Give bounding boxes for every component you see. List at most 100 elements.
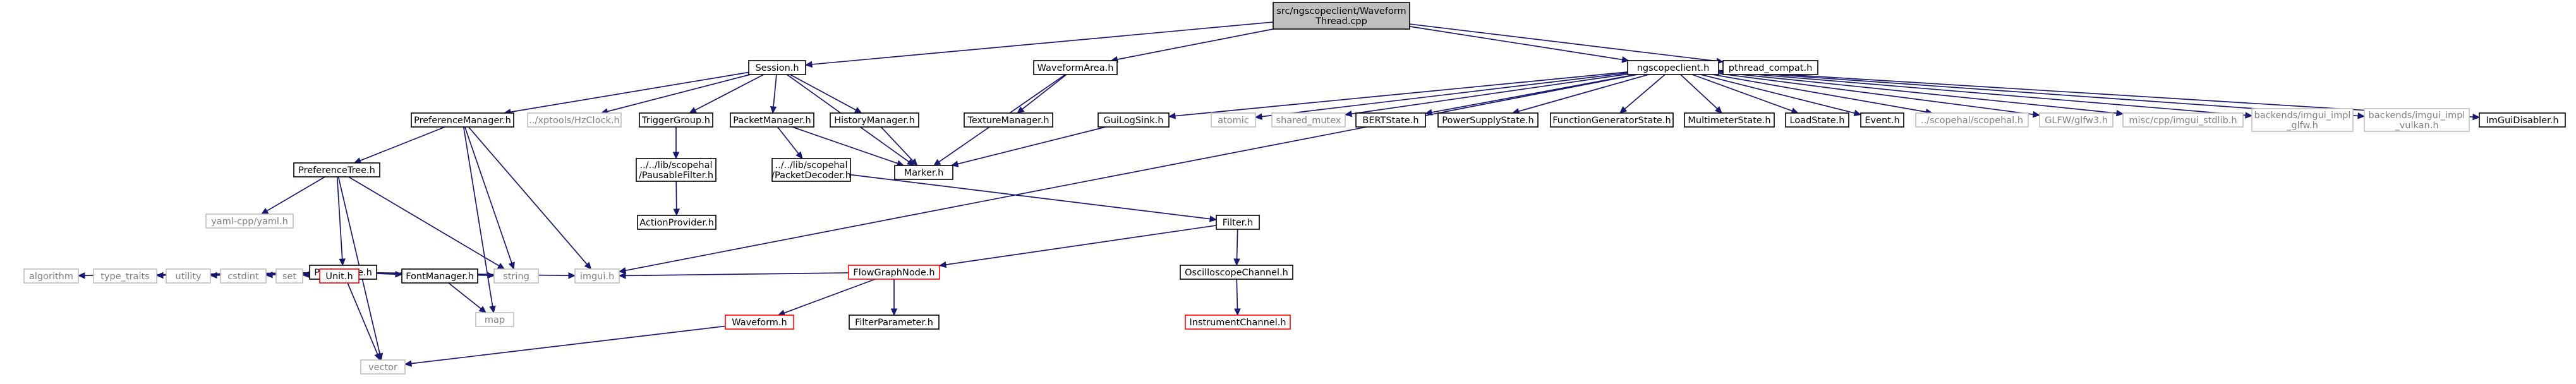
node-label: utility: [175, 272, 202, 282]
node-label: LoadState.h: [1790, 116, 1845, 126]
edge-arrowhead: [674, 152, 679, 159]
node-waveform[interactable]: Waveform.h: [725, 315, 794, 329]
node-guilog[interactable]: GuiLogSink.h: [1098, 113, 1169, 127]
edge-line: [881, 127, 912, 161]
edge-arrowhead: [1235, 309, 1240, 315]
edge-arrowhead: [940, 262, 946, 268]
edge-fontmgr-to-map: [449, 283, 486, 313]
node-label: string: [503, 272, 529, 282]
edge-ngsc-to-guilog: [1169, 72, 1628, 119]
node-label: ../../lib/scopehal: [640, 160, 713, 171]
node-wfarea[interactable]: WaveformArea.h: [1034, 61, 1117, 75]
edge-line: [676, 181, 677, 209]
node-fontmgr[interactable]: FontManager.h: [402, 269, 478, 283]
edge-line: [1237, 229, 1238, 259]
node-label: ../xptools/HzClock.h: [529, 116, 620, 126]
edge-prefmgr-to-imgui: [468, 127, 591, 269]
node-packetmgr[interactable]: PacketManager.h: [730, 113, 814, 127]
node-algorithm: algorithm: [24, 269, 78, 283]
node-marker[interactable]: Marker.h: [895, 165, 953, 179]
node-mmstate[interactable]: MultimeterState.h: [1684, 113, 1774, 127]
edge-filter-to-oscchan: [1234, 229, 1240, 265]
node-label: atomic: [1218, 116, 1249, 126]
node-fgnode[interactable]: FlowGraphNode.h: [849, 265, 940, 279]
edge-root-to-pthread: [1410, 24, 1723, 64]
node-texmgr[interactable]: TextureManager.h: [964, 113, 1053, 127]
node-label: FilterParameter.h: [855, 318, 933, 328]
node-historymgr[interactable]: HistoryManager.h: [830, 113, 919, 127]
node-label: PreferenceManager.h: [414, 116, 511, 126]
node-label: TextureManager.h: [967, 116, 1049, 126]
edge-arrowhead: [689, 107, 696, 113]
node-loadstate[interactable]: LoadState.h: [1786, 113, 1849, 127]
node-label: FlowGraphNode.h: [853, 268, 934, 278]
edge-line: [1719, 71, 2246, 116]
edge-line: [792, 127, 898, 164]
edge-arrowhead: [375, 353, 380, 360]
node-label: TriggerGroup.h: [641, 116, 710, 126]
nodes-layer: src/ngscopeclient/WaveformThread.cppSess…: [24, 3, 2565, 374]
node-preftree[interactable]: PreferenceTree.h: [294, 163, 380, 177]
node-label: Waveform.h: [732, 318, 787, 328]
edge-preference-to-vector: [346, 279, 380, 360]
edge-line: [346, 279, 378, 354]
node-fgstate[interactable]: FunctionGeneratorState.h: [1551, 113, 1673, 127]
node-label: Unit.h: [325, 272, 353, 282]
edge-line: [958, 127, 1106, 164]
edge-line: [784, 279, 875, 313]
node-ngsc[interactable]: ngscopeclient.h: [1628, 61, 1719, 75]
edge-arrowhead: [2117, 111, 2123, 116]
node-event[interactable]: Event.h: [1861, 113, 1904, 127]
node-oscchan[interactable]: OscilloscopeChannel.h: [1180, 265, 1293, 279]
node-label: HistoryManager.h: [834, 116, 915, 126]
edge-arrowhead: [771, 107, 777, 113]
edge-arrowhead: [262, 208, 269, 214]
node-packetdec[interactable]: ../../lib/scopehal/PacketDecoder.h: [771, 159, 851, 181]
node-scopehal: ../scopehal/scopehal.h: [1916, 113, 2028, 127]
node-label: _vulkan.h: [2394, 121, 2438, 131]
edge-session-to-prefmgr: [504, 73, 749, 115]
edge-arrowhead: [2473, 114, 2479, 120]
node-label: ActionProvider.h: [639, 218, 714, 228]
edge-line: [1681, 75, 1717, 109]
node-actionprov[interactable]: ActionProvider.h: [638, 215, 716, 229]
node-imguidis[interactable]: ImGuiDisabler.h: [2479, 113, 2565, 127]
edge-preftree-to-string: [349, 177, 505, 269]
node-session[interactable]: Session.h: [749, 61, 806, 75]
edge-wfarea-to-texmgr: [1017, 75, 1067, 113]
node-filter[interactable]: Filter.h: [1216, 215, 1259, 229]
edge-arrowhead: [78, 273, 85, 279]
node-label: ngscopeclient.h: [1637, 63, 1710, 73]
node-map: map: [476, 313, 514, 327]
node-hzclock: ../xptools/HzClock.h: [528, 113, 621, 127]
node-prefmgr[interactable]: PreferenceManager.h: [411, 113, 514, 127]
node-label: Session.h: [755, 63, 799, 73]
edge-guilog-to-marker: [952, 127, 1106, 167]
node-pausable[interactable]: ../../lib/scopehal/PausableFilter.h: [636, 159, 716, 181]
node-instchan[interactable]: InstrumentChannel.h: [1185, 315, 1290, 329]
node-label: set: [282, 272, 296, 282]
node-label: vector: [368, 363, 397, 373]
node-bertstate[interactable]: BERTState.h: [1356, 113, 1425, 127]
edge-root-to-ngsc: [1410, 27, 1629, 63]
node-set: set: [276, 269, 303, 283]
edge-prefmgr-to-map: [464, 127, 495, 313]
node-label: src/ngscopeclient/Waveform: [1276, 6, 1406, 16]
edge-arrowhead: [488, 273, 494, 279]
node-label: _glfw.h: [2286, 121, 2318, 131]
node-label: PreferenceTree.h: [298, 165, 375, 176]
node-pthread[interactable]: pthread_compat.h: [1723, 61, 1818, 75]
node-triggergroup[interactable]: TriggerGroup.h: [639, 113, 713, 127]
edge-arrowhead: [490, 306, 495, 313]
node-label: Filter.h: [1223, 218, 1253, 228]
node-label: MultimeterState.h: [1688, 116, 1770, 126]
node-label: algorithm: [29, 272, 73, 282]
node-psustate[interactable]: PowerSupplyState.h: [1438, 113, 1538, 127]
node-filterparam[interactable]: FilterParameter.h: [849, 315, 939, 329]
node-unit[interactable]: Unit.h: [320, 269, 359, 283]
node-label: type_traits: [100, 272, 149, 282]
node-label: shared_mutex: [1276, 116, 1341, 126]
